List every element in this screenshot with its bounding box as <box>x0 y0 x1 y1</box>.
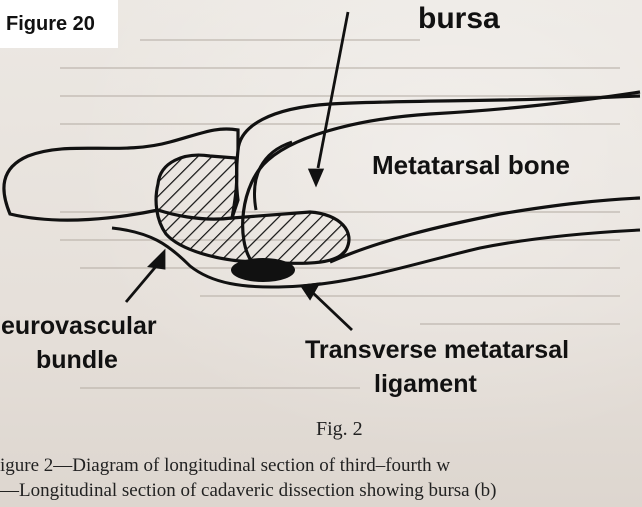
pointer-arrows <box>126 12 352 330</box>
bursa-pointer-arrow <box>318 12 348 168</box>
bursa-arrowhead <box>310 170 322 184</box>
metatarsal-bone-lower-outline <box>330 198 640 262</box>
caption-line-1: igure 2—Diagram of longitudinal section … <box>0 455 450 477</box>
metatarsal-bone-label: Metatarsal bone <box>372 150 570 181</box>
neurovascular-label-line1: leurovascular <box>0 312 157 341</box>
figure-tag: Figure 20 <box>0 0 118 48</box>
neurovascular-pointer-arrow <box>126 264 158 302</box>
transverse-ligament-label-line2: ligament <box>374 370 477 399</box>
transverse-ligament-label-line1: Transverse metatarsal <box>305 336 569 365</box>
ligament-pointer-arrow <box>312 292 352 330</box>
neurovascular-label-line2: bundle <box>36 346 118 375</box>
bursa-inner-arc <box>255 142 293 210</box>
figure-number: Fig. 2 <box>316 418 363 441</box>
bursa-label: bursa <box>418 2 500 36</box>
neurovascular-arrowhead <box>150 252 164 268</box>
figure-tag-label: Figure 20 <box>0 13 95 36</box>
caption-line-2: —Longitudinal section of cadaveric disse… <box>0 480 497 502</box>
transverse-ligament-shape <box>231 258 295 282</box>
